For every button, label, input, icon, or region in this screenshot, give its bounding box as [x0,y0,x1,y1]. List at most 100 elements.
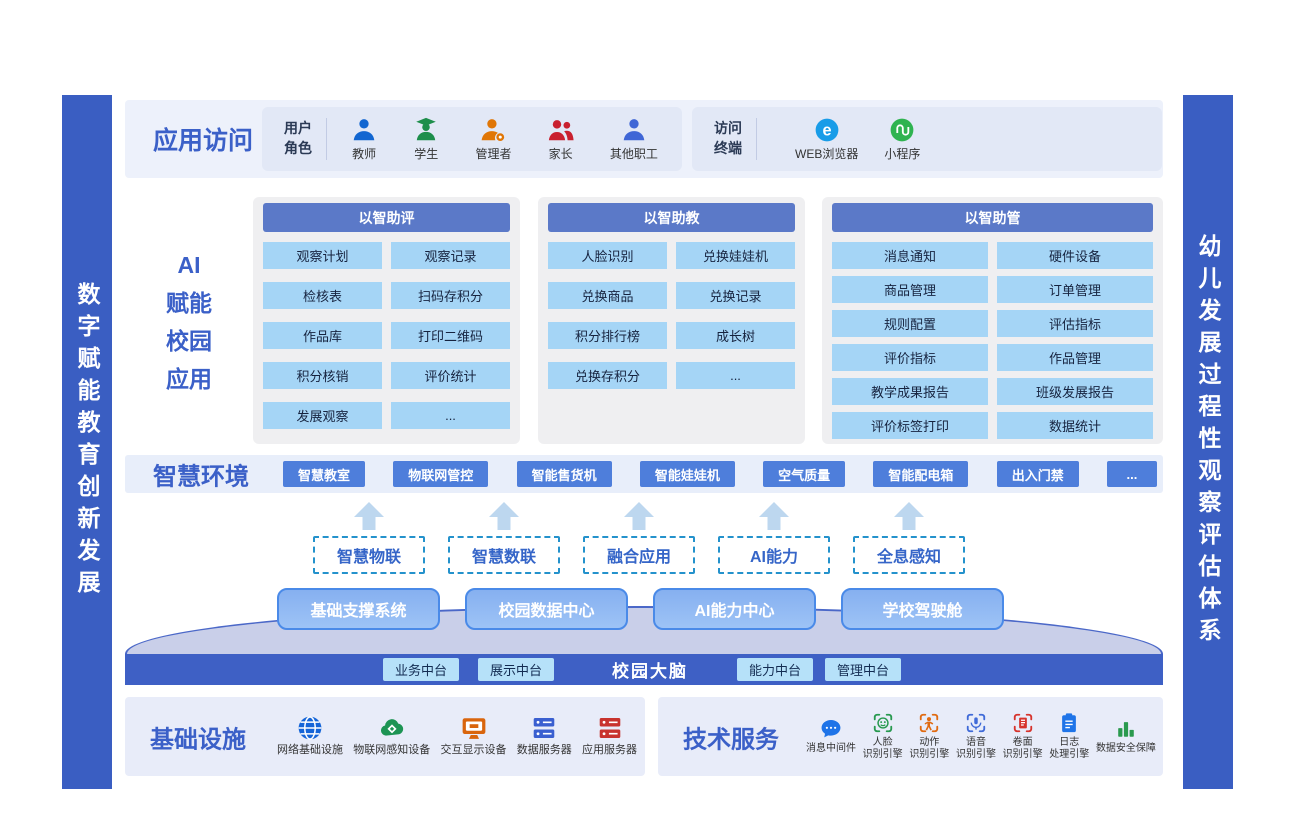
environment-chip: 物联网管控 [393,461,489,487]
right-banner: 幼儿发展过程性观察评估体系 [1183,95,1233,789]
capability: 智慧数联 [448,502,560,574]
environment-chip: 智能售货机 [516,461,612,487]
capability-layer: 智慧物联 智慧数联 融合应用 AI能力 全息感知 [313,502,965,574]
app-module-cell: 消息通知 [832,242,988,269]
app-module-cell: 规则配置 [832,310,988,337]
smart-environment-items: 智慧教室物联网管控智能售货机智能娃娃机空气质量智能配电箱出入门禁... [283,461,1157,487]
environment-chip: 智慧教室 [283,461,366,487]
motion-scan-icon [918,712,940,734]
app-module-cell: 班级发展报告 [997,378,1153,405]
up-arrow-icon [489,502,519,530]
device-label: 数据服务器 [516,744,572,757]
app-module-cell: 作品库 [263,322,382,349]
capability: AI能力 [718,502,830,574]
app-module-cell: 观察计划 [263,242,382,269]
data-server-icon [531,715,557,741]
service-label: 人脸 识别引擎 [862,736,903,761]
column-items: 消息通知硬件设备商品管理订单管理规则配置评估指标评价指标作品管理教学成果报告班级… [822,232,1163,439]
teacher-person-icon [351,117,377,143]
tech-services-items: 消息中间件 人脸 识别引擎 动作 识别引擎 语音 识别引擎 [806,697,1156,776]
left-banner-text: 数字赋能教育创新发展 [74,282,100,602]
column-header: 以智助管 [832,203,1153,232]
column-assist-teaching: 以智助教 人脸识别兑换娃娃机兑换商品兑换记录积分排行榜成长树兑换存积分... [538,197,805,444]
infrastructure-device: 数据服务器 [517,715,572,758]
service-label: 数据安全保障 [1095,742,1156,754]
app-module-cell: 商品管理 [832,276,988,303]
campus-brain-bar: 业务中台展示中台能力中台管理中台 校园大脑 [125,654,1163,685]
log-clipboard-icon [1058,712,1080,734]
up-arrow-icon [759,502,789,530]
user-roles-label: 用户 角色 [284,120,312,156]
device-label: 网络基础设施 [277,744,343,757]
service-label: 语音 识别引擎 [955,736,996,761]
capability: 全息感知 [853,502,965,574]
column-items: 人脸识别兑换娃娃机兑换商品兑换记录积分排行榜成长树兑换存积分... [538,232,805,389]
app-module-cell: 硬件设备 [997,242,1153,269]
service-label: 卷面 识别引擎 [1002,736,1043,761]
device-label: 应用服务器 [582,744,637,757]
admin-person-icon [480,117,506,143]
user-roles-panel: 用户 角色 教师 学生 管理者 [262,107,682,171]
capability: 智慧物联 [313,502,425,574]
infrastructure-section: 基础设施 网络基础设施 物联网感知设备 交互显示设备 [125,697,645,776]
parents-person-icon [548,117,574,143]
student-person-icon [413,117,439,143]
app-module-cell: 发展观察 [263,402,382,429]
capability-box: 融合应用 [583,536,695,574]
tech-service: 日志 处理引擎 [1049,712,1089,762]
iot-cloud-icon [379,715,405,741]
column-assist-management: 以智助管 消息通知硬件设备商品管理订单管理规则配置评估指标评价指标作品管理教学成… [822,197,1163,444]
app-module-cell: 评估指标 [997,310,1153,337]
terminals-label: 访问 终端 [714,120,742,156]
infrastructure-device: 交互显示设备 [441,715,507,758]
platform-box: 基础支撑系统 [277,588,440,630]
platform-box: AI能力中心 [653,588,816,630]
infrastructure-device: 网络基础设施 [277,715,343,758]
smart-environment-title: 智慧环境 [153,463,249,491]
terminal-label: WEB浏览器 [795,146,859,161]
environment-chip: ... [1106,461,1157,487]
capability-box: 全息感知 [853,536,965,574]
middle-platform-box: 能力中台 [737,658,813,681]
paper-scan-icon [1012,712,1034,734]
terminal: 小程序 [884,117,920,162]
user-role-label: 管理者 [475,146,512,161]
app-module-cell: 评价标签打印 [832,412,988,439]
app-module-cell: 检核表 [263,282,382,309]
platform-box: 校园数据中心 [465,588,628,630]
infrastructure-device: 应用服务器 [582,715,637,758]
environment-chip: 智能配电箱 [873,461,969,487]
up-arrow-icon [624,502,654,530]
up-arrow-icon [354,502,384,530]
app-module-cell: ... [391,402,510,429]
campus-brain-title: 校园大脑 [612,662,688,681]
face-scan-icon [872,712,894,734]
capability-box: 智慧数联 [448,536,560,574]
capability-box: 智慧物联 [313,536,425,574]
app-access-title: 应用访问 [153,127,254,155]
capability-box: AI能力 [718,536,830,574]
app-module-cell: 教学成果报告 [832,378,988,405]
user-role: 学生 [413,117,439,162]
user-role-label: 学生 [414,146,439,161]
user-role-label: 其他职工 [609,146,658,161]
user-role: 其他职工 [610,117,658,162]
app-module-cell: 评价统计 [391,362,510,389]
app-module-cell: 兑换商品 [548,282,667,309]
user-role-label: 家长 [548,146,573,161]
environment-chip: 出入门禁 [996,461,1079,487]
tech-service: 消息中间件 [806,718,856,756]
infrastructure-items: 网络基础设施 物联网感知设备 交互显示设备 数据服务器 [277,697,637,776]
user-roles-list: 教师 学生 管理者 家长 [327,117,682,162]
app-module-cell: ... [676,362,795,389]
tech-service: 卷面 识别引擎 [1003,712,1043,762]
app-module-cell: 成长树 [676,322,795,349]
environment-chip: 智能娃娃机 [639,461,735,487]
app-module-cell: 扫码存积分 [391,282,510,309]
terminals-list: e WEB浏览器 小程序 [757,117,920,162]
display-screen-icon [461,715,487,741]
right-banner-text: 幼儿发展过程性观察评估体系 [1195,234,1221,650]
up-arrow-icon [894,502,924,530]
service-label: 动作 识别引擎 [909,736,950,761]
svg-text:e: e [822,121,831,139]
